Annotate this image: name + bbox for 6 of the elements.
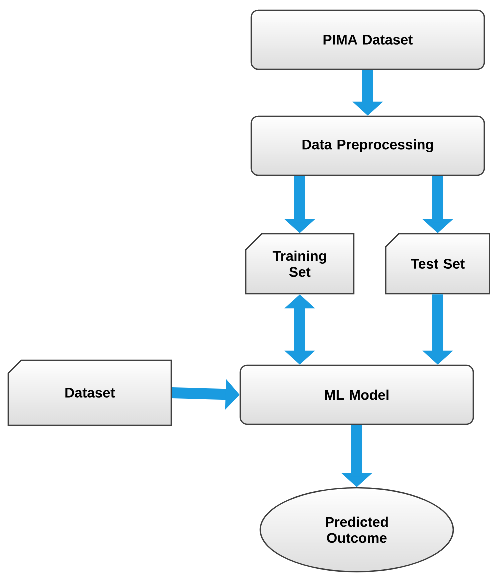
data-card: Test Set [385, 233, 490, 295]
process-box: ML Model [240, 364, 474, 426]
process-box: PIMA Dataset [250, 10, 486, 70]
data-card: Training Set [245, 233, 355, 295]
data-card: Dataset [8, 360, 172, 426]
process-box: Data Preprocessing [250, 116, 486, 176]
